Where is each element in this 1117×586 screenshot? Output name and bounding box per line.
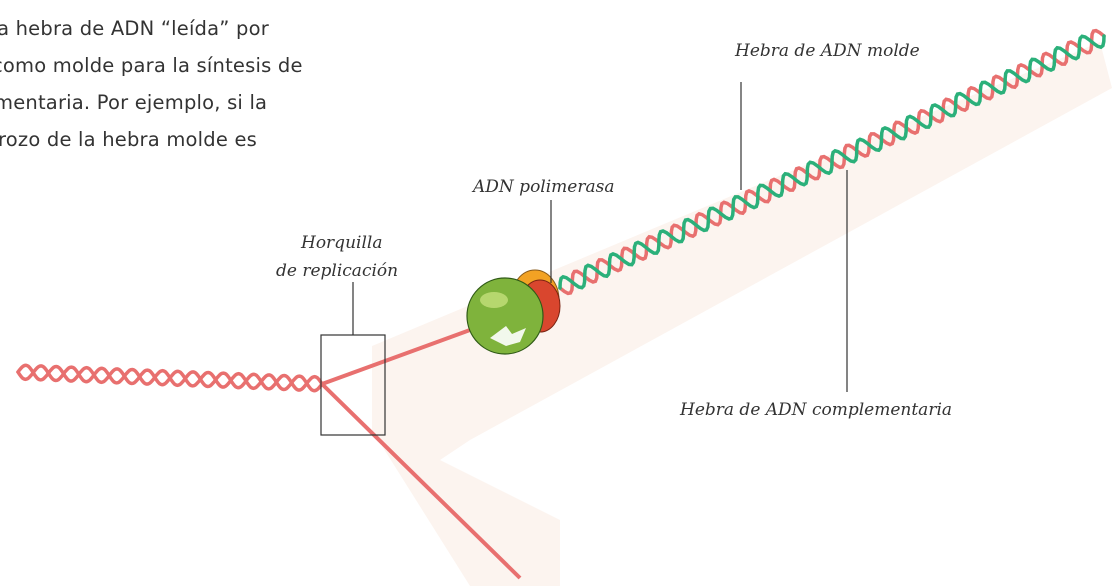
replication-fork-box (320, 334, 386, 436)
new-double-helix (558, 28, 1106, 296)
label-fork-line1: Horquilla (301, 233, 383, 253)
dna-polymerase-enzyme (466, 269, 561, 355)
shading-band (372, 42, 1112, 586)
label-fork-line2: de replicación (276, 261, 399, 281)
body-text-line: La hebra de ADN “leída” por (0, 17, 269, 40)
template-strand-to-polymerase (321, 328, 471, 386)
label-complementary-strand: Hebra de ADN complementaria (680, 400, 953, 420)
parental-double-helix (16, 363, 324, 393)
body-text-line: como molde para la síntesis de (0, 54, 303, 77)
lagging-strand (320, 382, 522, 580)
label-dna-polymerase: ADN polimerasa (473, 177, 615, 197)
body-text-line: mentaria. Por ejemplo, si la (0, 91, 268, 114)
label-template-strand: Hebra de ADN molde (735, 41, 920, 61)
body-text-line: rozo de la hebra molde es (0, 128, 257, 151)
